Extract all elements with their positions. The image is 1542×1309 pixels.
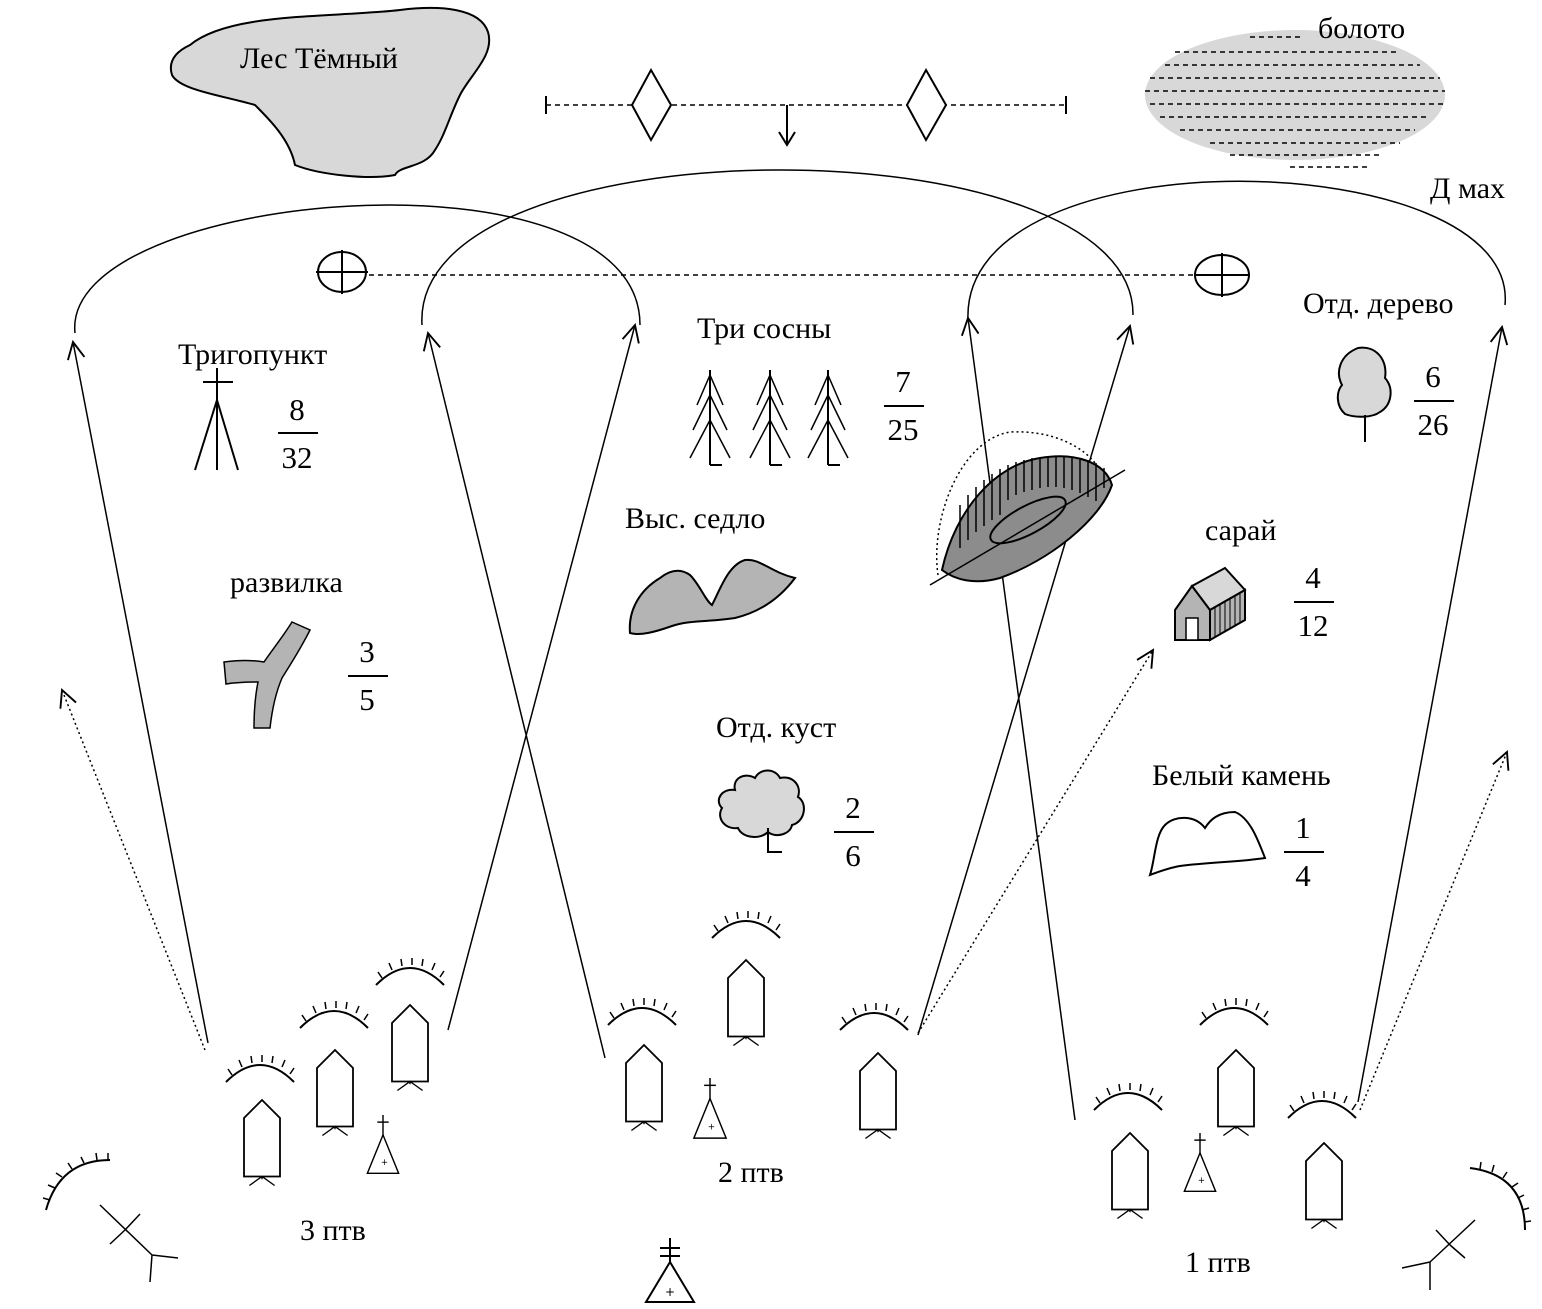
saddle-label: Выс. седло (625, 502, 765, 535)
hill-icon (929, 431, 1126, 586)
vehicle-icon (1305, 1142, 1343, 1230)
swamp-label: болото (1318, 12, 1405, 45)
saddle-icon (628, 558, 797, 636)
stone-icon (1148, 810, 1267, 877)
landmark-saddle: Выс. седло (625, 502, 797, 636)
reference-point-right-icon (1194, 253, 1250, 297)
lone-bush-num: 2 (845, 790, 861, 825)
barn-num: 4 (1305, 560, 1321, 595)
vehicle-icon (1217, 1049, 1255, 1137)
pine-trees-icon (689, 370, 849, 466)
road-fork-icon (223, 621, 312, 729)
white-stone-label: Белый камень (1152, 759, 1331, 792)
vehicle-icon (391, 1004, 429, 1092)
swamp-area: болото (1145, 12, 1445, 168)
reference-points (316, 250, 1250, 297)
lone-tree-label: Отд. дерево (1303, 287, 1454, 320)
white-stone-num: 1 (1295, 810, 1311, 845)
command-post-icon (692, 1077, 728, 1140)
vehicle-icon (243, 1099, 281, 1187)
vehicle-icon (727, 959, 765, 1047)
fork-num: 3 (359, 634, 375, 669)
fork-label: развилка (230, 566, 343, 599)
trigopoint-label: Тригопункт (178, 338, 327, 371)
fork-den: 5 (359, 682, 375, 717)
landmark-lone-tree: Отд. дерево 6 26 (1303, 287, 1454, 442)
three-pines-num: 7 (895, 364, 911, 399)
three-pines-den: 25 (888, 412, 919, 447)
front-line (545, 67, 1067, 147)
trench-positions (45, 920, 1526, 1231)
white-stone-den: 4 (1295, 858, 1311, 893)
landmark-fork: развилка 3 5 (223, 566, 388, 729)
command-post-icon (366, 1114, 400, 1175)
company-command-post-icon: + (644, 1238, 696, 1303)
vehicle-icon (859, 1052, 897, 1140)
landmark-trigopoint: Тригопункт 8 32 (178, 338, 327, 475)
barn-den: 12 (1298, 608, 1329, 643)
platoon-1-label: 1 птв (1185, 1246, 1251, 1279)
barn-label: сарай (1205, 514, 1276, 547)
svg-text:+: + (665, 1285, 675, 1299)
forest-label: Лес Тёмный (240, 42, 398, 75)
lone-tree-den: 26 (1418, 407, 1449, 442)
trigopoint-den: 32 (282, 440, 313, 475)
trench-ticks (42, 911, 1532, 1223)
vehicle-icon (1111, 1132, 1149, 1220)
trigopoint-num: 8 (289, 392, 305, 427)
bush-icon (717, 769, 805, 853)
flank-posts (99, 1204, 1476, 1290)
trigopoint-icon (194, 368, 239, 471)
barn-icon (1174, 566, 1247, 642)
command-posts: + (366, 1077, 1217, 1303)
landmark-lone-bush: Отд. куст 2 6 (716, 711, 874, 873)
vehicles (243, 959, 1343, 1230)
vehicle-icon (316, 1049, 354, 1137)
lone-tree-num: 6 (1425, 359, 1441, 394)
landmark-white-stone: Белый камень 1 4 (1148, 759, 1331, 893)
three-pines-label: Три сосны (697, 312, 831, 345)
deciduous-tree-icon (1336, 346, 1392, 442)
platoon-2-label: 2 птв (718, 1156, 784, 1189)
platoon-3-label: 3 птв (300, 1214, 366, 1247)
command-post-icon (1183, 1132, 1217, 1193)
lone-bush-den: 6 (845, 838, 861, 873)
landmark-barn: сарай 4 12 (1174, 514, 1334, 643)
landmark-three-pines: Три сосны 7 25 (689, 312, 924, 466)
vehicle-icon (625, 1044, 663, 1132)
dmax-label: Д мах (1430, 172, 1505, 205)
fire-lines (59, 315, 1510, 1121)
reference-point-left-icon (316, 250, 368, 294)
fire-sector-arcs (74, 169, 1506, 334)
lone-bush-label: Отд. куст (716, 711, 836, 744)
forest-area: Лес Тёмный (170, 6, 491, 178)
